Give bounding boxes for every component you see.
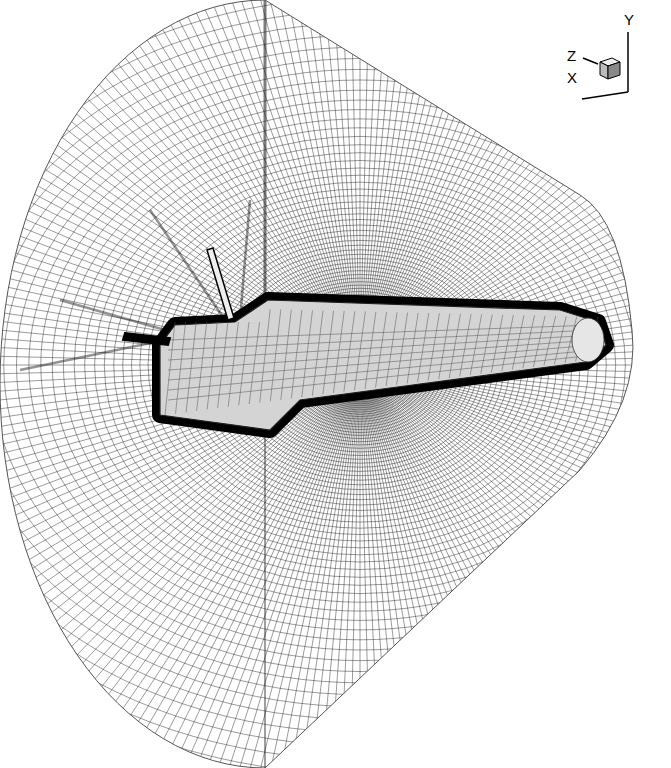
- grid-ring: [95, 153, 626, 578]
- grid-ring: [0, 0, 671, 746]
- vehicle-surface: [123, 248, 606, 430]
- grid-ring: [0, 59, 671, 672]
- axis-label: X: [567, 70, 577, 85]
- grid-ring: [63, 128, 656, 602]
- boundary-layer: [160, 300, 606, 430]
- domain-boundary: [0, 0, 633, 768]
- grid-plane: [264, 430, 266, 768]
- grid-ring: [0, 47, 671, 683]
- grid-ring: [0, 0, 671, 732]
- grid-ring: [85, 145, 636, 586]
- axis-label-text: Z: [567, 47, 576, 64]
- grid-ring: [0, 23, 671, 706]
- vehicle-body: [160, 300, 606, 430]
- axis-label-text: Y: [624, 11, 634, 28]
- grid-ring: [41, 110, 671, 621]
- surface-mesh: [165, 309, 598, 415]
- body-flap: [123, 333, 170, 345]
- axis-triad: [582, 32, 628, 99]
- grid-ring: [17, 90, 671, 640]
- grid-ring: [0, 11, 671, 720]
- grid-ring: [0, 35, 671, 694]
- grid-ring: [4, 80, 671, 650]
- axis-label-text: X: [567, 69, 577, 86]
- grid-ring: [114, 168, 607, 562]
- axis-label: Z: [567, 48, 576, 63]
- grid-plane: [264, 0, 267, 300]
- axis-label: Y: [624, 12, 634, 27]
- tail-fin: [207, 248, 234, 320]
- grid-ring: [0, 69, 671, 660]
- nose-cap: [572, 318, 604, 362]
- grid-ring: [74, 136, 646, 593]
- grid-ring: [29, 100, 671, 630]
